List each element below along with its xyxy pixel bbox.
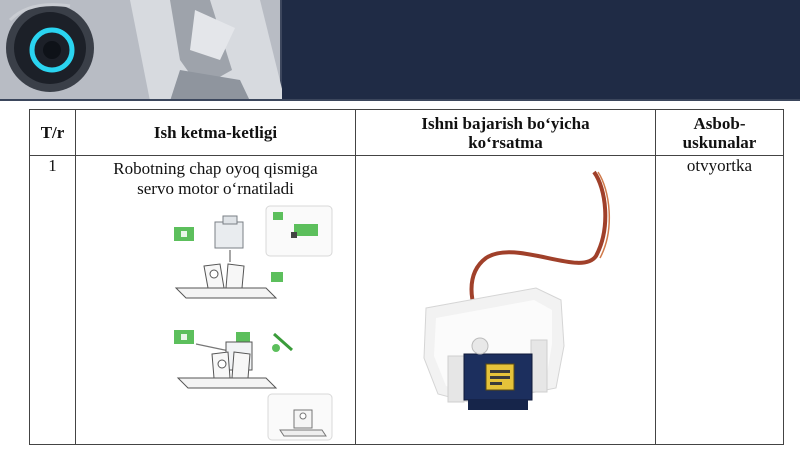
row-step: Robotning chap oyoq qismiga servo motor … xyxy=(75,155,356,445)
table-row: 1 Robotning chap oyoq qismiga servo moto… xyxy=(29,155,784,445)
instruction-photo-cell xyxy=(355,155,656,445)
assembly-steps-table: T/r Ish ketma-ketligi Ishni bajarish bo‘… xyxy=(29,109,784,445)
servo-motor-photo xyxy=(423,170,610,410)
header-tools: Asbob- uskunalar xyxy=(655,109,784,156)
header-number: T/r xyxy=(29,109,76,156)
header-banner xyxy=(0,0,800,101)
header-sequence: Ish ketma-ketligi xyxy=(75,109,356,156)
header-tools-line2: uskunalar xyxy=(682,132,757,152)
robot-head-icon xyxy=(0,0,800,101)
step-description-line2: servo motor o‘rnatiladi xyxy=(137,179,294,198)
step-description: Robotning chap oyoq qismiga servo motor … xyxy=(76,159,355,199)
row-tools: otvyortka xyxy=(655,155,784,445)
step-description-line1: Robotning chap oyoq qismiga xyxy=(113,159,318,178)
servo-assembly-icon xyxy=(174,205,333,441)
header-tools-line1: Asbob- xyxy=(693,113,746,133)
table-header-row: T/r Ish ketma-ketligi Ishni bajarish bo‘… xyxy=(29,109,784,156)
header-instruction-line2: ko‘rsatma xyxy=(468,132,543,152)
header-instruction: Ishni bajarish bo‘yicha ko‘rsatma xyxy=(355,109,656,156)
banner-divider xyxy=(0,99,800,101)
row-number: 1 xyxy=(29,155,76,445)
header-instruction-line1: Ishni bajarish bo‘yicha xyxy=(421,113,590,133)
